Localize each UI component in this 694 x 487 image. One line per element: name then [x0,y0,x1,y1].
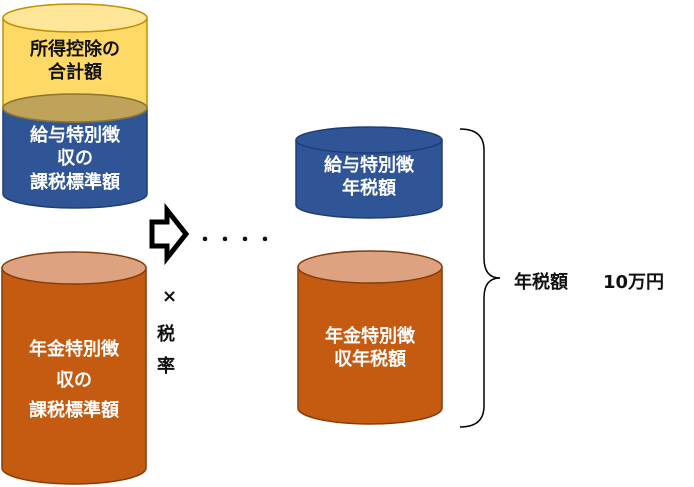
salary-tax-body [295,139,443,219]
ellipsis-dots: ・・・・ [196,230,276,251]
annual-tax-label: 年税額 [514,272,568,293]
pension-tax-top [297,250,443,284]
salary-tax-label: 給与特別徴 年税額 [324,155,414,200]
salary-tax-cylinder [295,126,443,219]
salary-base-body [2,107,148,209]
pension-base-label: 年金特別徴 収の 課税標準額 [29,339,119,422]
deduction-top [2,3,148,33]
deduction-label: 所得控除の 合計額 [30,39,120,84]
pension-base-body [1,267,147,485]
total-brace [459,128,501,428]
multiply-sign: × [162,286,178,307]
tax-rate-char-1: 税 [157,324,175,345]
pension-base-top [1,251,147,285]
salary-base-label: 給与特別徴 収の 課税標準額 [30,125,120,193]
pension-tax-cylinder [297,250,443,425]
pension-tax-label: 年金特別徴 収年税額 [325,326,415,371]
tax-rate-char-2: 率 [157,356,175,377]
pension-base-cylinder [1,251,147,485]
pension-tax-body [297,266,443,425]
arrow-right-icon [149,202,190,266]
deduction-bottom-rim [2,93,148,123]
annual-tax-amount: 10万円 [603,272,665,293]
deduction-cylinder [2,3,148,123]
salary-tax-top [295,126,443,154]
